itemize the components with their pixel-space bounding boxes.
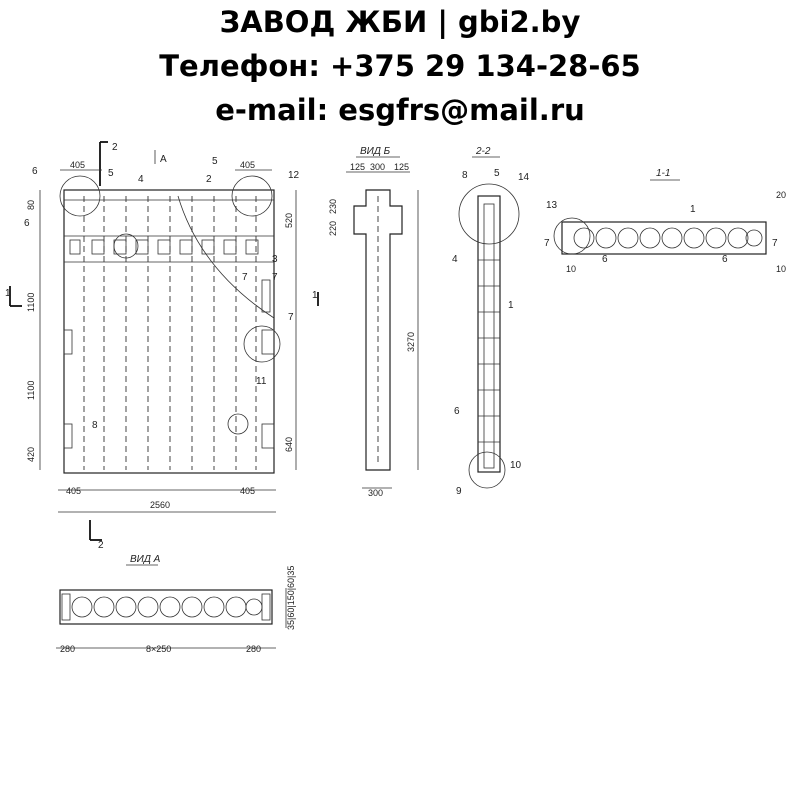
view-b-outline (353, 189, 403, 471)
section-1-label-left: 1 (5, 288, 11, 299)
sec22-detail-bottom (468, 451, 506, 489)
front-embed-left-1 (63, 329, 73, 355)
detail-circle-top-right (231, 175, 273, 217)
sec11-outline (561, 221, 767, 255)
front-embed-right-1 (261, 329, 275, 355)
dim-front-top-405-right: 405 (240, 160, 255, 170)
dim-b-bot-300: 300 (368, 488, 383, 498)
sec11-dim-10-right: 10 (776, 264, 786, 274)
view-a-embed-right (261, 593, 271, 621)
dim-b-300: 300 (370, 162, 385, 172)
sec22-pos-10: 10 (510, 460, 522, 471)
sec22-outline (477, 195, 501, 473)
pos-11: 11 (256, 376, 267, 387)
pos-6-top: 6 (32, 166, 38, 177)
pos-2: 2 (206, 174, 212, 185)
header-title: ЗАВОД ЖБИ | gbi2.by (219, 5, 581, 39)
sec11-detail-left (553, 217, 591, 255)
dim-a-280-right: 280 (246, 644, 261, 654)
front-embed-right-top (261, 279, 271, 313)
dim-b-230: 230 (328, 199, 338, 214)
section-2-2: 2-2 8 5 14 4 1 6 10 9 (452, 146, 530, 497)
sec11-pos-13: 13 (546, 200, 558, 211)
view-b-title: ВИД Б (360, 146, 391, 157)
sec22-detail-top (458, 183, 520, 245)
header-contact: ЗАВОД ЖБИ | gbi2.by Телефон: +375 29 134… (0, 0, 800, 132)
sec11-pos-6-left: 6 (602, 254, 608, 265)
pos-12: 12 (288, 170, 300, 181)
sec11-pos-7-left: 7 (544, 238, 550, 249)
dim-b-125-left: 125 (350, 162, 365, 172)
sec22-pos-5: 5 (494, 168, 500, 179)
section-22-title: 2-2 (475, 146, 491, 157)
pos-7-c: 7 (288, 312, 294, 323)
detail-circle-embed (243, 325, 281, 363)
dim-b-220: 220 (328, 221, 338, 236)
sec22-stirrups (478, 259, 500, 443)
front-breakout-curve (177, 195, 275, 319)
sec22-pos-8: 8 (462, 170, 468, 181)
pos-6-left: 6 (24, 218, 30, 229)
header-email: e-mail: esgfrs@mail.ru (215, 93, 585, 127)
pos-7-b: 7 (272, 272, 278, 283)
sec11-pos-1: 1 (690, 204, 696, 215)
detail-circle-hole (113, 233, 139, 259)
dim-a-vertical: 35|60|150|60|35 (286, 566, 296, 630)
sec11-pos-7-right: 7 (772, 238, 778, 249)
pos-5-left: 5 (108, 168, 114, 179)
sec11-voids (573, 227, 763, 249)
detail-circle-11 (227, 413, 249, 435)
sec11-dim-10-left: 10 (566, 264, 576, 274)
sec22-pos-6: 6 (454, 406, 460, 417)
section-11-title: 1-1 (656, 168, 670, 179)
dim-front-420: 420 (26, 447, 36, 462)
dim-front-total-2560: 2560 (150, 500, 170, 510)
dim-b-125-right: 125 (394, 162, 409, 172)
sec22-pos-14: 14 (518, 172, 530, 183)
front-view: 2 A 1 1 2 405 405 80 1100 1100 420 520 6… (5, 141, 319, 551)
view-a-title: ВИД А (130, 554, 161, 565)
dim-front-bot-405-right: 405 (240, 486, 255, 496)
pos-3: 3 (272, 254, 278, 265)
dim-front-1100-a: 1100 (26, 293, 36, 312)
front-embed-left-2 (63, 423, 73, 449)
section-2-label-bottom: 2 (98, 540, 104, 551)
section-1-1: 1-1 13 1 7 7 20 10 10 6 6 (544, 168, 786, 274)
view-a-embed-left (61, 593, 71, 621)
dim-front-bot-405-left: 405 (66, 486, 81, 496)
dim-front-top-405-left: 405 (70, 160, 85, 170)
sec22-pos-1: 1 (508, 300, 514, 311)
pos-8: 8 (92, 420, 98, 431)
dim-a-8x250: 8×250 (146, 644, 171, 654)
dim-front-1100-b: 1100 (26, 381, 36, 400)
front-embed-right-2 (261, 423, 275, 449)
header-phone: Телефон: +375 29 134-28-65 (159, 49, 641, 83)
pos-4: 4 (138, 174, 144, 185)
view-a-voids (71, 596, 263, 618)
view-a: ВИД А 280 8×250 280 35|60|150|60|35 (56, 554, 296, 654)
sec22-pos-4: 4 (452, 254, 458, 265)
dim-a-280-left: 280 (60, 644, 75, 654)
view-a-outline (59, 589, 273, 625)
section-2-label-top: 2 (112, 142, 118, 153)
pos-5-right: 5 (212, 156, 218, 167)
sec11-pos-6-right: 6 (722, 254, 728, 265)
pos-7-a: 7 (242, 272, 248, 283)
dim-b-3270: 3270 (406, 332, 416, 352)
front-holes-row (69, 239, 259, 255)
dim-front-80: 80 (26, 200, 36, 210)
sec11-dim-20: 20 (776, 190, 786, 200)
sec22-core (483, 203, 495, 469)
view-a-arrow-label: A (160, 154, 167, 165)
detail-circle-top-left (59, 175, 101, 217)
dim-front-640: 640 (284, 437, 294, 452)
section-1-label-right: 1 (312, 290, 318, 301)
view-b: ВИД Б 125 300 125 230 220 3270 300 (328, 146, 419, 498)
sec22-pos-9: 9 (456, 486, 462, 497)
front-voids (83, 196, 257, 470)
dim-front-520: 520 (284, 213, 294, 228)
